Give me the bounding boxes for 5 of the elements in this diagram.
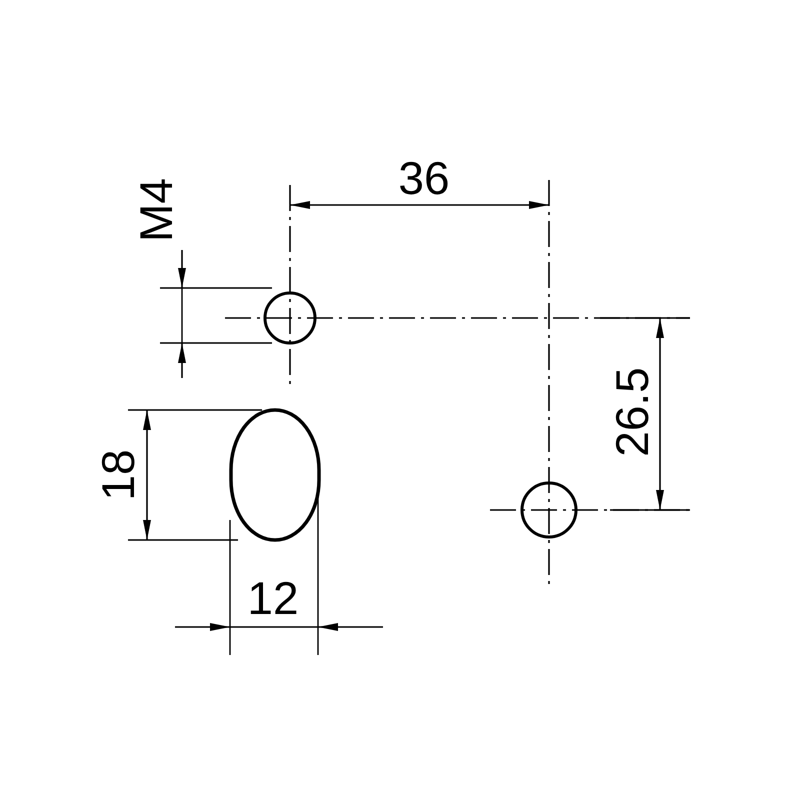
dimension-label: 12 [247,575,299,621]
dimension-label: 36 [398,155,450,201]
dimension-label: 18 [95,449,141,501]
dimension-label: M4 [133,178,179,242]
dimension-label: 26.5 [609,367,655,457]
